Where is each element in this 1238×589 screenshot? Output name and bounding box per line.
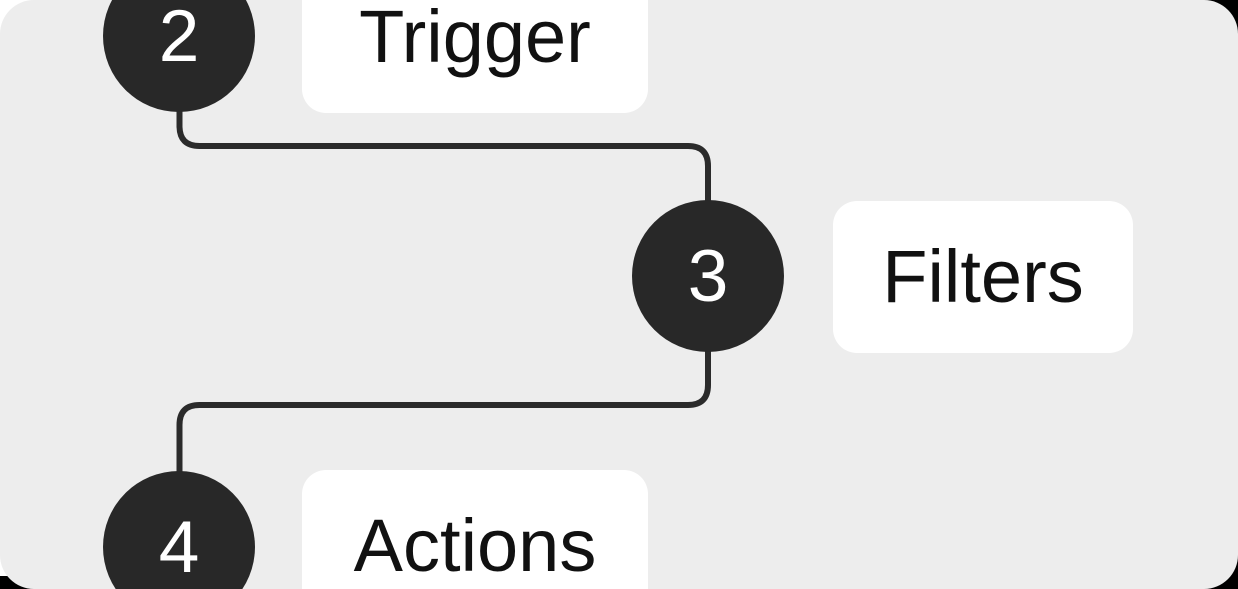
step-4-number-badge: 4	[103, 471, 255, 589]
step-4-number: 4	[158, 506, 200, 588]
step-2-label: Trigger	[359, 0, 591, 78]
step-2-number: 2	[158, 0, 200, 77]
step-4-card: Actions	[302, 470, 648, 589]
step-3-number-badge: 3	[632, 200, 784, 352]
step-3-label: Filters	[882, 235, 1084, 318]
connector-step3-to-step4	[176, 276, 711, 547]
step-3-number: 3	[687, 235, 729, 317]
connector-step2-to-step3	[176, 36, 711, 276]
step-2-card: Trigger	[302, 0, 648, 113]
step-4-label: Actions	[353, 504, 597, 587]
step-3-card: Filters	[833, 201, 1133, 353]
